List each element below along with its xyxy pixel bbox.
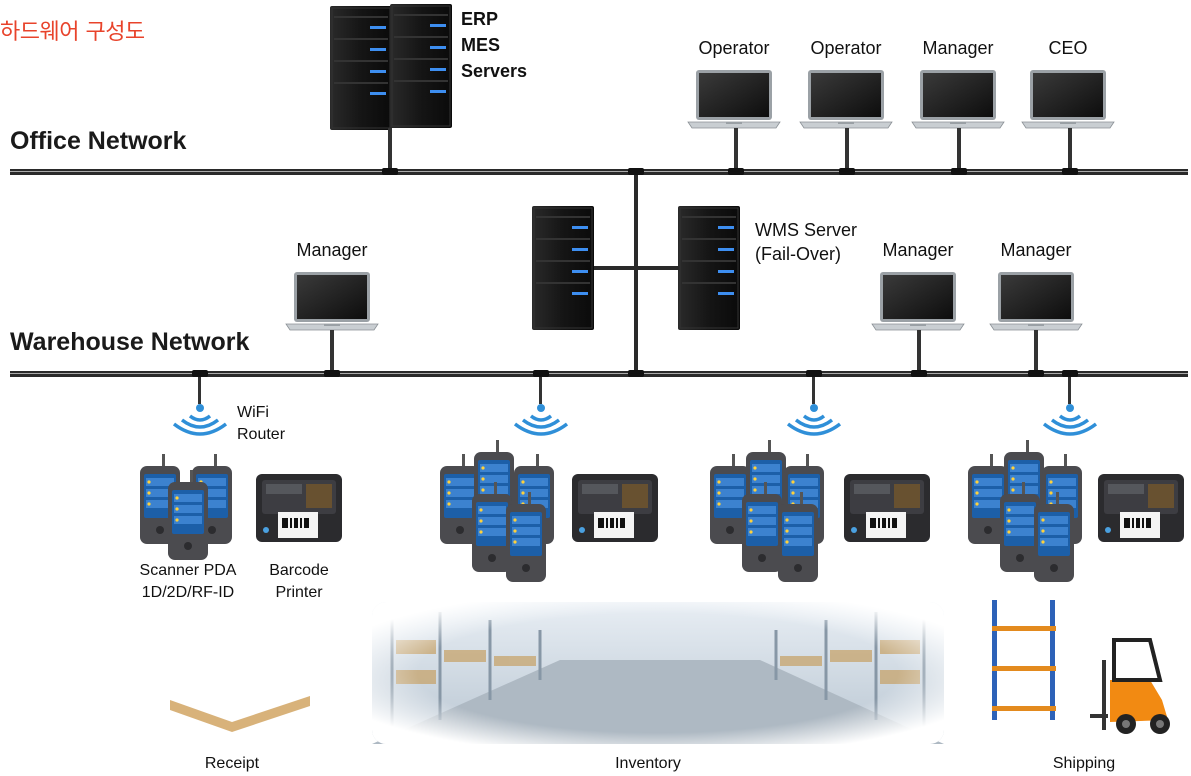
zone-receipt-label: Receipt — [204, 755, 260, 772]
shipping-rack — [992, 600, 1056, 720]
shipping-devices — [968, 440, 1184, 582]
erp-mes-servers — [329, 3, 453, 131]
wms-server-label: WMS Server — [755, 220, 858, 240]
receipt-devices — [140, 454, 342, 560]
office-laptops — [687, 69, 1115, 129]
forklift — [1090, 638, 1170, 734]
office-laptop-label: CEO — [1048, 38, 1088, 58]
page-title: 하드웨어 구성도 — [0, 20, 145, 45]
warehouse-laptop-label: Manager — [882, 240, 954, 260]
warehouse-network-label: Warehouse Network — [10, 328, 250, 356]
office-laptop-label: Manager — [922, 38, 994, 58]
wifi-label: WiFi — [237, 404, 269, 421]
barcode-label: Barcode — [269, 562, 329, 579]
inventory-photo — [372, 602, 944, 744]
servers-label: Servers — [461, 61, 528, 81]
warehouse-laptop-label: Manager — [296, 240, 368, 260]
pda-types-label: 1D/2D/RF-ID — [141, 584, 235, 601]
zone3-devices — [710, 440, 930, 582]
mes-label: MES — [461, 35, 501, 55]
zone-shipping-label: Shipping — [1052, 755, 1116, 772]
pda-label: Scanner PDA — [139, 562, 237, 579]
router-label: Router — [237, 426, 286, 443]
office-laptop-label: Operator — [810, 38, 882, 58]
receipt-boxes — [170, 696, 310, 732]
zone-inventory-label: Inventory — [615, 755, 681, 772]
failover-label: (Fail-Over) — [755, 244, 841, 264]
erp-label: ERP — [461, 9, 499, 29]
wifi-routers — [172, 370, 1098, 436]
office-laptop-label: Operator — [698, 38, 770, 58]
printer-label: Printer — [275, 584, 323, 601]
backbone-link — [634, 172, 638, 374]
inventory-devices — [440, 440, 658, 582]
office-network-label: Office Network — [10, 127, 187, 155]
warehouse-laptop-label: Manager — [1000, 240, 1072, 260]
